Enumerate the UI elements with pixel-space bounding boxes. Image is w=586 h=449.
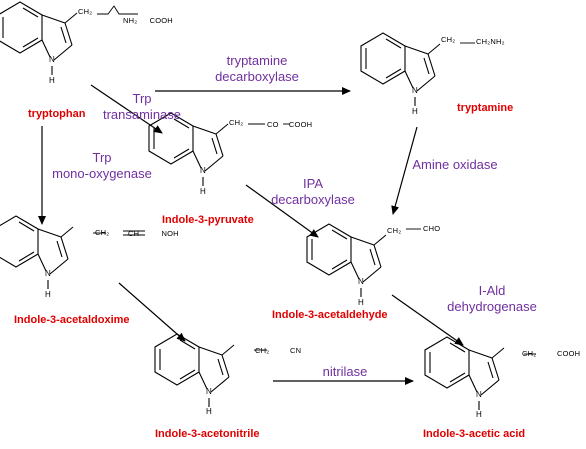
iaa-nitrogen-label: N [476,390,482,399]
iaa-methylene-label: CH₂ [522,349,537,358]
arrow-trp-to-ipyr [90,84,163,134]
indole-3-acetaldoxime-structure [0,215,145,290]
ipyr-nitrogen-label: N [200,166,206,175]
enzyme-trp-transaminase-line2: transaminase [102,107,182,122]
tryptophan-nitrogen-label: N [49,55,55,64]
tryptophan-hydrogen-label: H [49,76,55,85]
enzyme-tryptamine-decarboxylase-line1: tryptamine [226,53,288,68]
iald-substituent-label: CHO [423,224,441,233]
indole-3-acetaldehyde-structure [306,223,421,298]
tryptamine-substituent-label: CH₂NH₂ [476,37,505,46]
enzyme-i-ald-dehydrogenase-line2: dehydrogenase [447,299,537,314]
arrow-ipyr-to-iald [245,184,319,238]
enzyme-i-ald-dehydrogenase: I-Ald dehydrogenase [443,283,541,315]
tryptamine-structure [360,32,475,107]
iaox-nitrogen-label: N [45,269,51,278]
iaa-substituent-label: COOH [557,349,581,358]
tryptophan-substituent-label: NH₂ COOH [123,16,173,25]
tryptophan-name: tryptophan [28,108,86,120]
ipyr-substituent-label: CO COOH [267,120,313,129]
enzyme-trp-mono-oxygenase-line2: mono-oxygenase [52,166,152,181]
arrow-iaox-to-ian [118,282,186,342]
ipyr-hydrogen-label: H [200,187,206,196]
enzyme-tryptamine-decarboxylase: tryptamine decarboxylase [205,53,309,85]
enzyme-ipa-decarboxylase-line2: decarboxylase [271,192,355,207]
iaa-hydrogen-label: H [476,410,482,419]
indole-3-acetaldehyde-name: Indole-3-acetaldehyde [272,309,388,321]
indole-3-pyruvate-structure [148,112,290,187]
ian-substituent-label: CN [290,346,302,355]
iaox-methylene-label: CH₂ [95,228,110,237]
tryptamine-hydrogen-label: H [412,107,418,116]
enzyme-ipa-decarboxylase-line1: IPA [303,176,323,191]
tryptophan-structure [0,1,138,76]
enzyme-trp-transaminase-line1: Trp [132,91,152,106]
tryptophan-methylene-label: CH₂ [78,7,93,16]
iald-methylene-label: CH₂ [387,226,402,235]
iald-hydrogen-label: H [358,298,364,307]
ipyr-methylene-label: CH₂ [229,118,244,127]
enzyme-nitrilase-line1: nitrilase [322,364,368,379]
iaox-hydrogen-label: H [45,290,51,299]
arrow-iald-to-iaa [391,294,464,346]
indole-3-acetic-acid-name: Indole-3-acetic acid [423,428,526,440]
enzyme-trp-mono-oxygenase-line1: Trp [92,150,112,165]
indole-3-acetic-acid-structure [424,336,536,411]
enzyme-i-ald-dehydrogenase-line1: I-Ald [478,283,506,298]
tryptamine-name: tryptamine [457,102,514,114]
enzyme-trp-transaminase: Trp transaminase [100,91,184,123]
enzyme-tryptamine-decarboxylase-line2: decarboxylase [215,69,299,84]
ian-methylene-label: CH₂ [255,346,270,355]
indole-3-acetonitrile-structure [154,333,267,408]
indole-3-acetaldoxime-name: Indole-3-acetaldoxime [14,314,130,326]
tryptamine-nitrogen-label: N [412,86,418,95]
tryptamine-methylene-label: CH₂ [441,35,456,44]
enzyme-ipa-decarboxylase: IPA decarboxylase [263,176,363,208]
enzyme-amine-oxidase-line1: Amine oxidase [412,157,498,172]
indole-3-pyruvate-name: Indole-3-pyruvate [162,214,254,226]
iald-nitrogen-label: N [358,277,364,286]
enzyme-nitrilase: nitrilase [313,364,377,380]
enzyme-trp-mono-oxygenase: Trp mono-oxygenase [52,150,152,182]
ian-nitrogen-label: N [206,387,212,396]
enzyme-amine-oxidase: Amine oxidase [408,157,502,173]
iaox-substituent-label: CH NOH [128,229,179,238]
indole-3-acetonitrile-name: Indole-3-acetonitrile [155,428,260,440]
ian-hydrogen-label: H [206,407,212,416]
arrow-tryptamine-to-iald [391,126,418,215]
